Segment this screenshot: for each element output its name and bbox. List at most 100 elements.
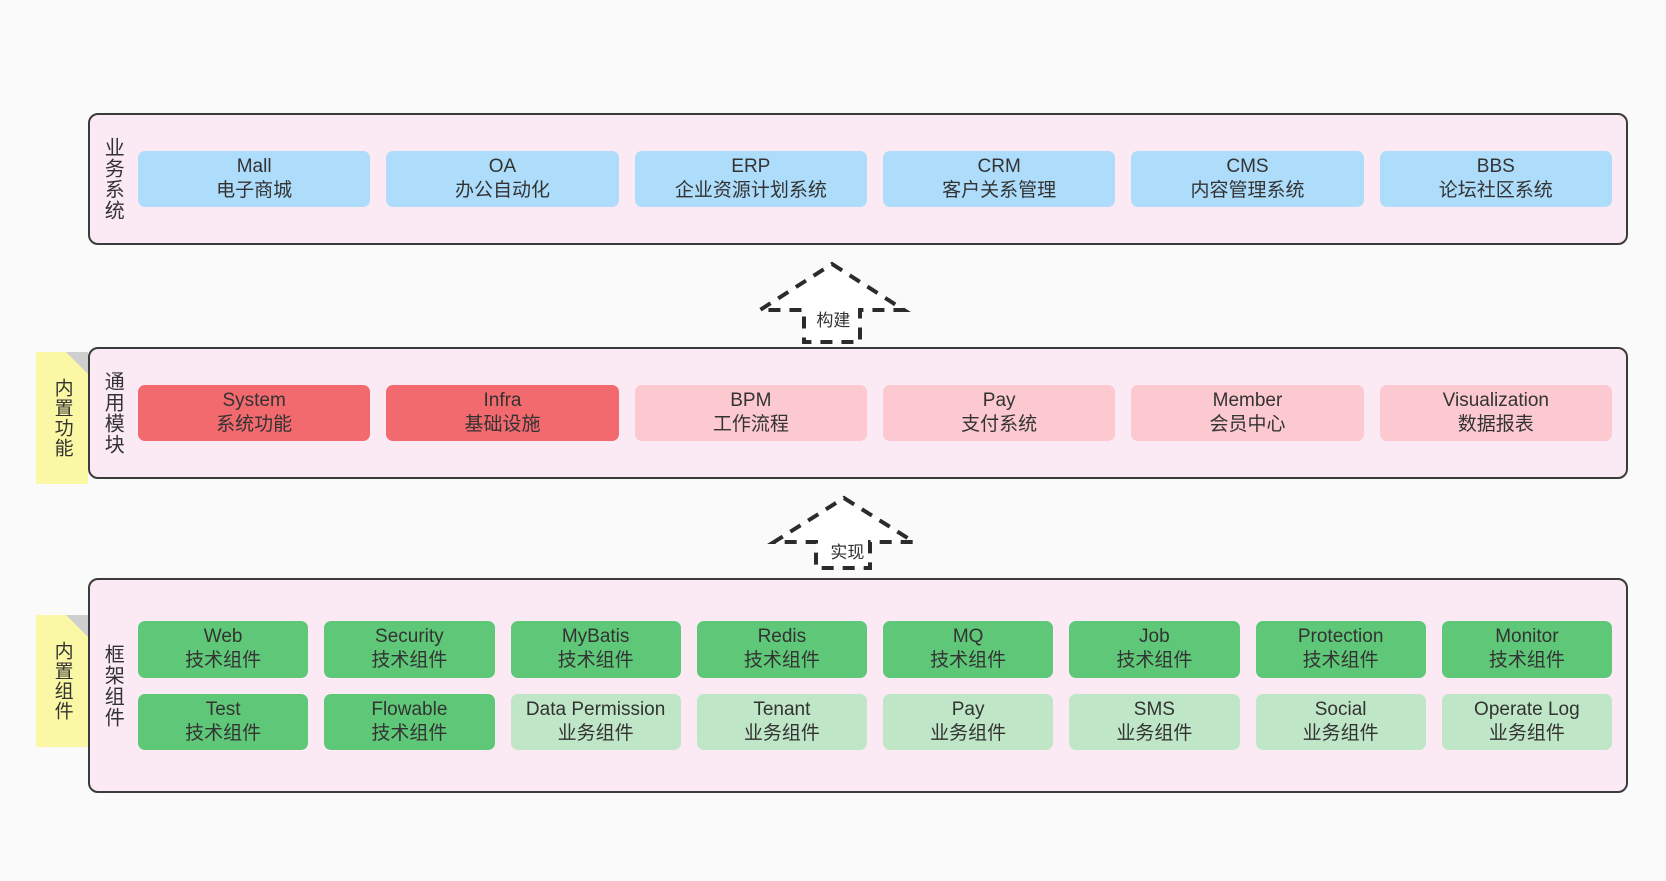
card-row: Web 技术组件 Security 技术组件 MyBatis 技术组件 Redi…	[138, 620, 1612, 678]
card-web[interactable]: Web 技术组件	[138, 620, 309, 678]
card-title: ERP	[731, 155, 771, 177]
layer-framework-components: 框架组件 Web 技术组件 Security 技术组件 MyBatis 技术组件…	[88, 578, 1628, 793]
card-test[interactable]: Test 技术组件	[138, 693, 309, 751]
card-mall[interactable]: Mall 电子商城	[138, 150, 371, 208]
card-subtitle: 技术组件	[185, 722, 262, 744]
card-title: Social	[1314, 698, 1367, 720]
card-job[interactable]: Job 技术组件	[1069, 620, 1240, 678]
card-security[interactable]: Security 技术组件	[324, 620, 495, 678]
card-oa[interactable]: OA 办公自动化	[386, 150, 619, 208]
card-title: Security	[375, 625, 444, 647]
card-title: Operate Log	[1474, 698, 1580, 720]
card-title: OA	[488, 155, 517, 177]
card-mq[interactable]: MQ 技术组件	[883, 620, 1054, 678]
card-subtitle: 论坛社区系统	[1438, 180, 1553, 201]
card-infra[interactable]: Infra 基础设施	[386, 384, 619, 442]
card-mybatis[interactable]: MyBatis 技术组件	[510, 620, 681, 678]
card-subtitle: 技术组件	[557, 650, 634, 672]
card-subtitle: 系统功能	[216, 414, 293, 435]
card-data-permission[interactable]: Data Permission 业务组件	[510, 693, 681, 751]
card-social[interactable]: Social 业务组件	[1255, 693, 1426, 751]
card-subtitle: 技术组件	[743, 650, 820, 672]
layer-body-business-systems: Mall 电子商城 OA 办公自动化 ERP 企业资源计划系统 CRM 客户关系…	[134, 115, 1626, 243]
layer-label-framework-components: 框架组件	[101, 643, 124, 728]
card-title: Protection	[1297, 625, 1384, 647]
note-builtin-components: 内置组件	[36, 615, 88, 747]
note-fold-corner-icon	[66, 352, 88, 374]
note-builtin-features: 内置功能	[36, 352, 88, 484]
card-subtitle: 技术组件	[930, 650, 1007, 672]
card-bbs[interactable]: BBS 论坛社区系统	[1379, 150, 1612, 208]
card-operate-log[interactable]: Operate Log 业务组件	[1441, 693, 1612, 751]
card-title: BBS	[1476, 155, 1515, 177]
card-title: Mall	[236, 155, 272, 177]
card-row: System 系统功能 Infra 基础设施 BPM 工作流程 Pay 支付系统…	[138, 384, 1612, 442]
note-text: 内置功能	[51, 378, 73, 458]
card-subtitle: 会员中心	[1209, 414, 1286, 435]
card-monitor[interactable]: Monitor 技术组件	[1441, 620, 1612, 678]
card-redis[interactable]: Redis 技术组件	[696, 620, 867, 678]
card-bpm[interactable]: BPM 工作流程	[634, 384, 867, 442]
card-subtitle: 业务组件	[557, 722, 634, 744]
arrow-label-implement: 实现	[830, 543, 865, 562]
card-title: CMS	[1226, 155, 1269, 177]
card-cms[interactable]: CMS 内容管理系统	[1131, 150, 1364, 208]
card-title: Redis	[757, 625, 807, 647]
card-subtitle: 企业资源计划系统	[674, 180, 827, 201]
card-pay-component[interactable]: Pay 业务组件	[883, 693, 1054, 751]
card-subtitle: 技术组件	[371, 722, 448, 744]
card-title: Visualization	[1442, 389, 1549, 411]
card-title: Monitor	[1495, 625, 1559, 647]
card-title: SMS	[1133, 698, 1175, 720]
card-title: Flowable	[371, 698, 448, 720]
card-system[interactable]: System 系统功能	[138, 384, 371, 442]
card-subtitle: 业务组件	[1488, 722, 1565, 744]
card-title: MQ	[952, 625, 984, 647]
card-title: MyBatis	[561, 625, 630, 647]
card-sms[interactable]: SMS 业务组件	[1069, 693, 1240, 751]
layer-label-business-systems: 业务系统	[101, 137, 124, 221]
card-title: Pay	[982, 389, 1016, 411]
card-subtitle: 业务组件	[1116, 722, 1193, 744]
layer-common-modules: 通用模块 System 系统功能 Infra 基础设施 BPM 工作流程 Pay…	[88, 347, 1628, 479]
card-title: Web	[203, 625, 243, 647]
card-title: BPM	[730, 389, 772, 411]
layer-body-common-modules: System 系统功能 Infra 基础设施 BPM 工作流程 Pay 支付系统…	[134, 349, 1626, 477]
card-title: System	[222, 389, 286, 411]
card-subtitle: 业务组件	[930, 722, 1007, 744]
card-title: Test	[205, 698, 241, 720]
card-title: Job	[1139, 625, 1170, 647]
card-title: Tenant	[753, 698, 811, 720]
card-row: Mall 电子商城 OA 办公自动化 ERP 企业资源计划系统 CRM 客户关系…	[138, 150, 1612, 208]
card-subtitle: 业务组件	[743, 722, 820, 744]
card-flowable[interactable]: Flowable 技术组件	[324, 693, 495, 751]
card-visualization[interactable]: Visualization 数据报表	[1379, 384, 1612, 442]
card-subtitle: 支付系统	[961, 414, 1038, 435]
card-subtitle: 内容管理系统	[1190, 180, 1305, 201]
card-crm[interactable]: CRM 客户关系管理	[882, 150, 1116, 208]
layer-label-common-modules: 通用模块	[101, 371, 124, 455]
arrow-build: 构建	[752, 258, 912, 346]
card-subtitle: 基础设施	[464, 414, 541, 435]
card-subtitle: 技术组件	[1116, 650, 1193, 672]
card-tenant[interactable]: Tenant 业务组件	[696, 693, 867, 751]
card-member[interactable]: Member 会员中心	[1131, 384, 1364, 442]
card-title: Pay	[951, 698, 985, 720]
card-pay-module[interactable]: Pay 支付系统	[882, 384, 1116, 442]
note-fold-corner-icon	[66, 615, 88, 637]
card-subtitle: 技术组件	[1302, 650, 1379, 672]
card-title: Data Permission	[525, 698, 666, 720]
note-text: 内置组件	[51, 641, 73, 721]
card-protection[interactable]: Protection 技术组件	[1255, 620, 1426, 678]
layer-business-systems: 业务系统 Mall 电子商城 OA 办公自动化 ERP 企业资源计划系统 CRM…	[88, 113, 1628, 245]
card-subtitle: 电子商城	[216, 180, 293, 201]
card-subtitle: 技术组件	[185, 650, 262, 672]
card-erp[interactable]: ERP 企业资源计划系统	[634, 150, 867, 208]
card-subtitle: 技术组件	[371, 650, 448, 672]
layer-body-framework-components: Web 技术组件 Security 技术组件 MyBatis 技术组件 Redi…	[134, 580, 1626, 791]
card-subtitle: 客户关系管理	[942, 180, 1057, 201]
arrow-label-build: 构建	[816, 311, 851, 330]
card-title: CRM	[977, 155, 1021, 177]
arrow-implement: 实现	[766, 492, 926, 572]
